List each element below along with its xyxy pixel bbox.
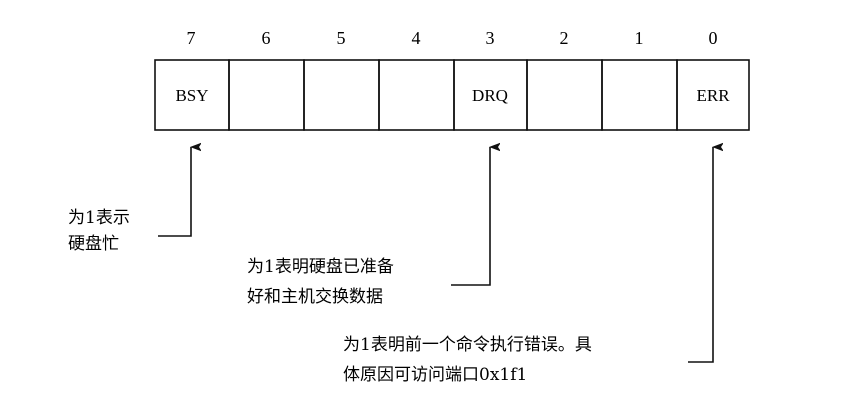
bit-cell-5 xyxy=(303,59,380,131)
drq-arrow xyxy=(451,147,490,286)
bit-number-4: 4 xyxy=(412,28,421,48)
bit-cell-1 xyxy=(601,59,678,131)
bit-cell-6 xyxy=(228,59,305,131)
drq-annotation: 为1表明硬盘已准备 好和主机交换数据 xyxy=(247,257,394,307)
bsy-arrow xyxy=(158,147,191,237)
err-label: ERR xyxy=(696,86,730,105)
bit-number-5: 5 xyxy=(337,28,346,48)
register-cells xyxy=(154,59,750,131)
bit-number-2: 2 xyxy=(560,28,569,48)
bit-number-row: 7 6 5 4 3 2 1 0 xyxy=(187,28,718,48)
drq-label: DRQ xyxy=(472,86,508,105)
err-annotation: 为1表明前一个命令执行错误。具 体原因可访问端口0x1f1 xyxy=(343,335,592,385)
bit-cell-0 xyxy=(676,59,750,131)
drq-annotation-line2: 好和主机交换数据 xyxy=(247,287,383,307)
err-arrow xyxy=(688,147,713,363)
bsy-annotation-line2: 硬盘忙 xyxy=(68,234,119,254)
bsy-annotation: 为1表示 硬盘忙 xyxy=(68,208,130,254)
bit-number-3: 3 xyxy=(486,28,495,48)
bit-number-0: 0 xyxy=(709,28,718,48)
bsy-label: BSY xyxy=(175,86,208,105)
bit-number-7: 7 xyxy=(187,28,196,48)
bit-number-1: 1 xyxy=(635,28,644,48)
err-annotation-line2: 体原因可访问端口0x1f1 xyxy=(343,365,527,385)
drq-annotation-line1: 为1表明硬盘已准备 xyxy=(247,257,394,277)
bit-cell-4 xyxy=(378,59,455,131)
bit-number-6: 6 xyxy=(262,28,271,48)
bsy-annotation-line1: 为1表示 xyxy=(68,208,130,228)
bit-cell-2 xyxy=(526,59,603,131)
err-annotation-line1: 为1表明前一个命令执行错误。具 xyxy=(343,335,592,355)
